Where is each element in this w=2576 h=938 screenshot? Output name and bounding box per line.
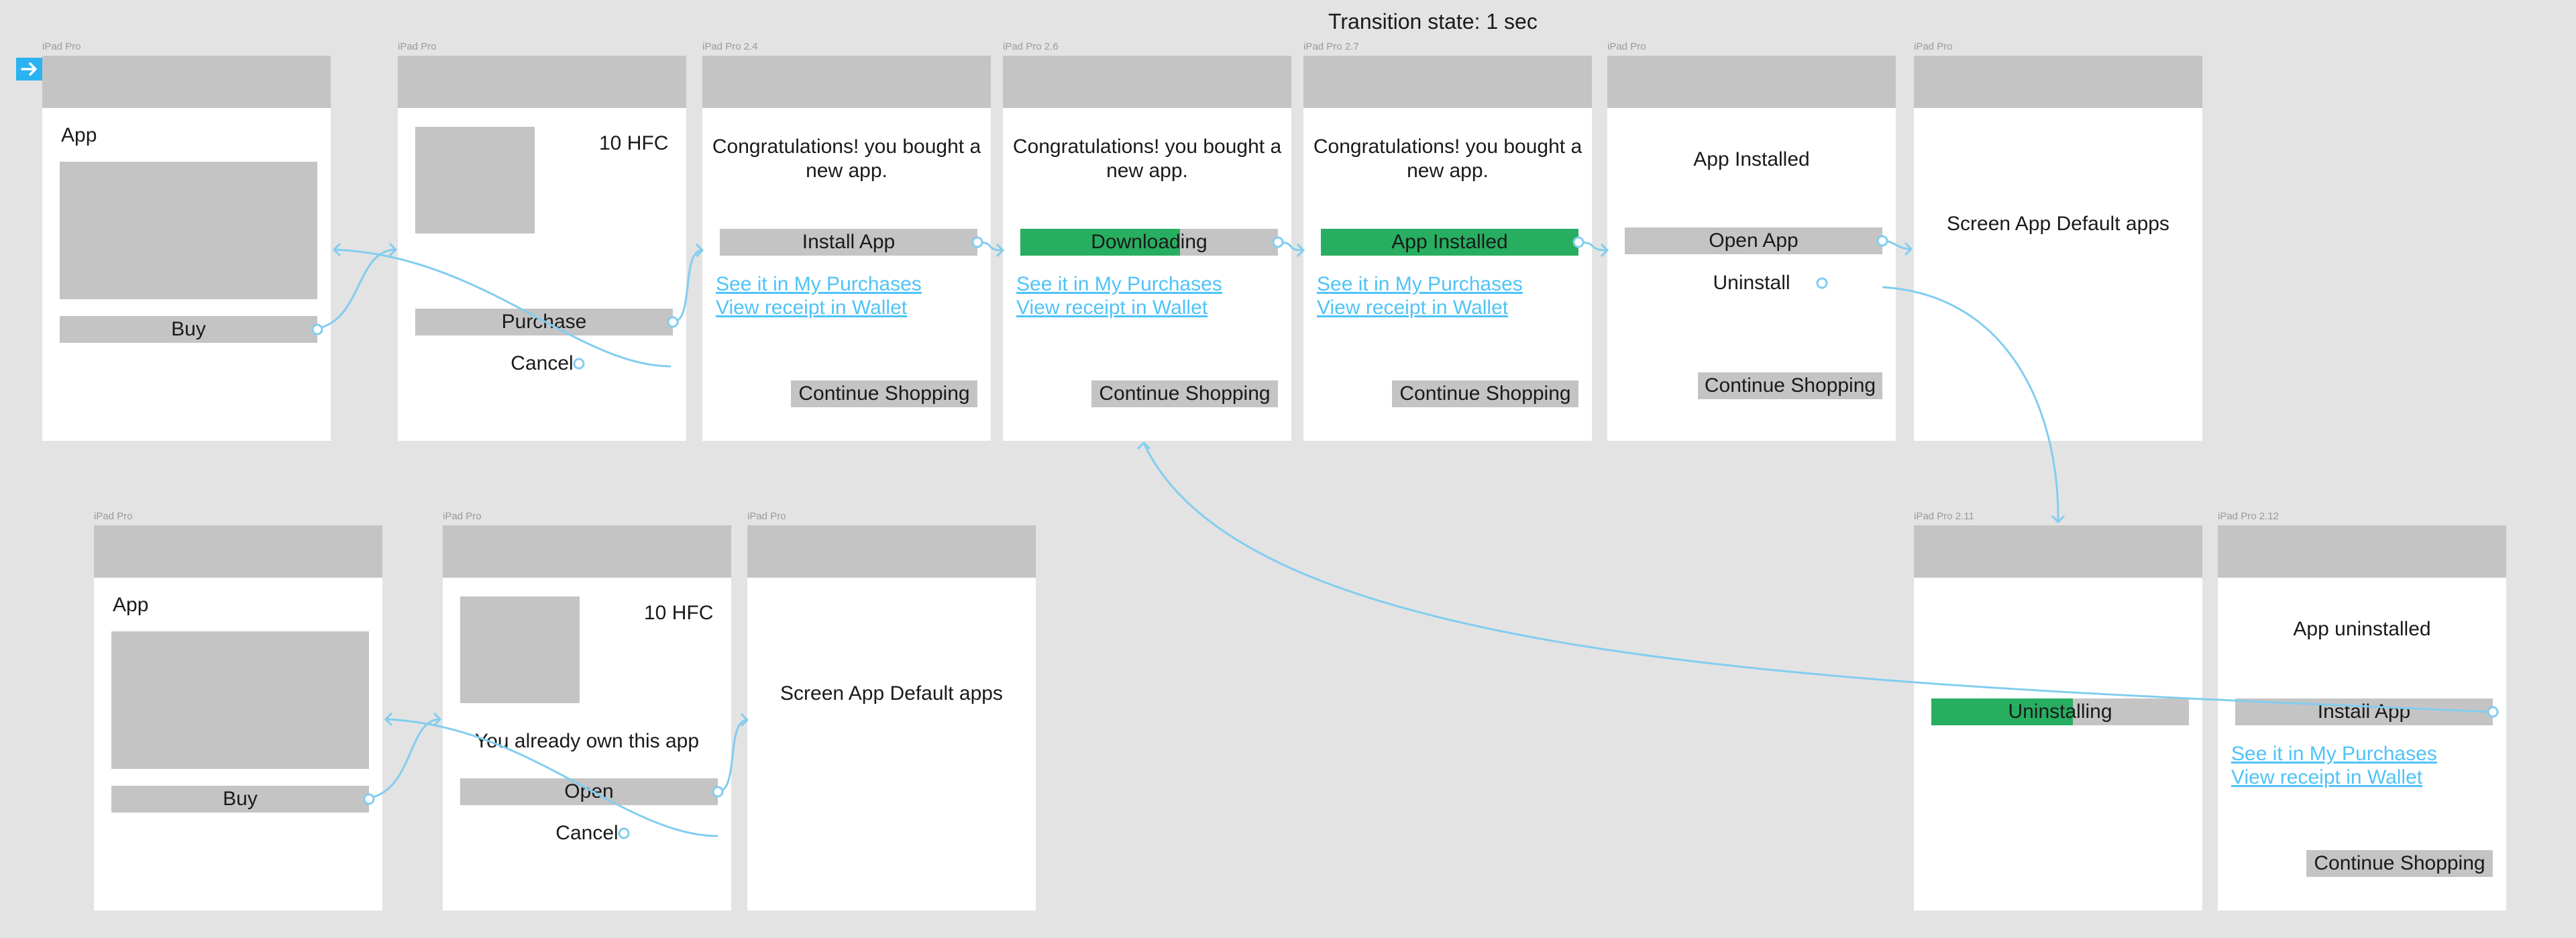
- f6-open-button[interactable]: Open App: [1625, 227, 1882, 254]
- f2-price-text: 10 HFC: [599, 132, 669, 154]
- connector-arrowhead: [1600, 243, 1609, 258]
- f6-title-text: App Installed: [1693, 148, 1810, 170]
- f12-link-purchases[interactable]: See it in My Purchases: [2231, 743, 2437, 765]
- f6-uninstall-text[interactable]: Uninstall: [1713, 272, 1790, 294]
- f11-progress-bar: Uninstalling: [1931, 698, 2189, 725]
- frame-label-f12: iPad Pro 2.12: [2218, 511, 2279, 522]
- f9-open-button[interactable]: Open: [460, 778, 718, 805]
- connector-arrowhead: [1904, 242, 1913, 256]
- progress-label: Downloading: [1091, 231, 1208, 253]
- progress-fill: [1321, 229, 1578, 256]
- f9-cancel-text[interactable]: Cancel: [555, 822, 619, 844]
- f12-continue-button[interactable]: Continue Shopping: [2306, 850, 2493, 877]
- frame-label-f2: iPad Pro: [398, 41, 437, 52]
- frame-header-bar: [443, 525, 731, 578]
- connector-arrowhead: [1136, 441, 1151, 450]
- image-placeholder: [60, 162, 317, 299]
- connector-arrowhead: [388, 242, 398, 257]
- f4-continue-button[interactable]: Continue Shopping: [1091, 380, 1278, 407]
- ipad-frame-f5[interactable]: Congratulations! you bought a new app. Ap…: [1303, 56, 1592, 441]
- frame-header-bar: [1303, 56, 1592, 108]
- f5-congrats-message: Congratulations! you bought a new app.: [1313, 136, 1582, 182]
- frame-label-f10: iPad Pro: [747, 511, 786, 522]
- frame-header-bar: [2218, 525, 2506, 578]
- f6-continue-button[interactable]: Continue Shopping: [1698, 372, 1882, 399]
- frame-label-f3: iPad Pro 2.4: [702, 41, 758, 52]
- connector-arrowhead: [1296, 243, 1305, 258]
- ipad-frame-f7[interactable]: Screen App Default apps: [1914, 56, 2202, 441]
- frame-label-f4: iPad Pro 2.6: [1003, 41, 1059, 52]
- frame-header-bar: [1914, 56, 2202, 108]
- f5-link-purchases[interactable]: See it in My Purchases: [1317, 273, 1523, 295]
- transition-state-label: Transition state: 1 sec: [1328, 9, 1538, 34]
- f5-continue-button[interactable]: Continue Shopping: [1392, 380, 1578, 407]
- f4-link-wallet[interactable]: View receipt in Wallet: [1016, 297, 1208, 319]
- f12-install-button[interactable]: Install App: [2235, 698, 2493, 725]
- progress-label: App Installed: [1391, 231, 1508, 253]
- connector-arrowhead: [332, 242, 341, 257]
- f4-progress-bar: Downloading: [1020, 229, 1278, 256]
- ipad-frame-f4[interactable]: Congratulations! you bought a new app. Do…: [1003, 56, 1291, 441]
- f7-screen-message: Screen App Default apps: [1947, 213, 2169, 235]
- frame-header-bar: [398, 56, 686, 108]
- f8-app-title-text: App: [113, 594, 149, 616]
- frame-label-f1: iPad Pro: [42, 41, 81, 52]
- frame-header-bar: [747, 525, 1036, 578]
- f3-link-purchases[interactable]: See it in My Purchases: [716, 273, 922, 295]
- f3-congrats-message: Congratulations! you bought a new app.: [712, 136, 981, 182]
- f4-link-purchases[interactable]: See it in My Purchases: [1016, 273, 1222, 295]
- frame-header-bar: [702, 56, 991, 108]
- f5-progress-bar: App Installed: [1321, 229, 1578, 256]
- frame-label-f9: iPad Pro: [443, 511, 482, 522]
- f4-congrats-message: Congratulations! you bought a new app.: [1012, 136, 1282, 182]
- f12-title-text: App uninstalled: [2293, 618, 2431, 640]
- connector-arrowhead: [740, 713, 749, 727]
- frame-header-bar: [1607, 56, 1896, 108]
- f3-continue-button[interactable]: Continue Shopping: [791, 380, 977, 407]
- f12-link-wallet[interactable]: View receipt in Wallet: [2231, 766, 2423, 788]
- arrow-right-icon: [21, 62, 37, 76]
- f8-buy-button[interactable]: Buy: [111, 786, 369, 813]
- connector-arrowhead: [2051, 515, 2065, 524]
- f5-link-wallet[interactable]: View receipt in Wallet: [1317, 297, 1509, 319]
- f1-app-title-text: App: [61, 124, 97, 146]
- frame-label-f7: iPad Pro: [1914, 41, 1953, 52]
- frame-header-bar: [1914, 525, 2202, 578]
- f10-screen-message: Screen App Default apps: [780, 682, 1003, 705]
- image-placeholder: [111, 631, 369, 769]
- f3-link-wallet[interactable]: View receipt in Wallet: [716, 297, 908, 319]
- ipad-frame-f10[interactable]: Screen App Default apps: [747, 525, 1036, 910]
- frame-header-bar: [42, 56, 331, 108]
- image-placeholder: [415, 127, 535, 233]
- ipad-frame-f3[interactable]: Congratulations! you bought a new app. In…: [702, 56, 991, 441]
- ipad-frame-f11[interactable]: Uninstalling: [1914, 525, 2202, 910]
- progress-label: Uninstalling: [2008, 700, 2112, 723]
- flow-start-marker[interactable]: [16, 58, 43, 81]
- f3-install-button[interactable]: Install App: [720, 229, 977, 256]
- f1-buy-button[interactable]: Buy: [60, 316, 317, 343]
- connector-arrowhead: [433, 712, 442, 727]
- frame-header-bar: [1003, 56, 1291, 108]
- frame-label-f8: iPad Pro: [94, 511, 133, 522]
- frame-label-f6: iPad Pro: [1607, 41, 1646, 52]
- image-placeholder: [460, 596, 580, 703]
- frame-header-bar: [94, 525, 382, 578]
- f2-cancel-text[interactable]: Cancel: [511, 352, 574, 374]
- progress-fill: [1020, 229, 1181, 256]
- f9-price-text: 10 HFC: [644, 602, 714, 624]
- connector-arrowhead: [996, 243, 1005, 258]
- frame-label-f11: iPad Pro 2.11: [1914, 511, 1974, 522]
- f2-purchase-button[interactable]: Purchase: [415, 309, 673, 335]
- frame-label-f5: iPad Pro 2.7: [1303, 41, 1359, 52]
- connector-arrowhead: [695, 243, 704, 258]
- connector-arrowhead: [384, 712, 393, 727]
- f9-owned-text: You already own this app: [474, 730, 700, 752]
